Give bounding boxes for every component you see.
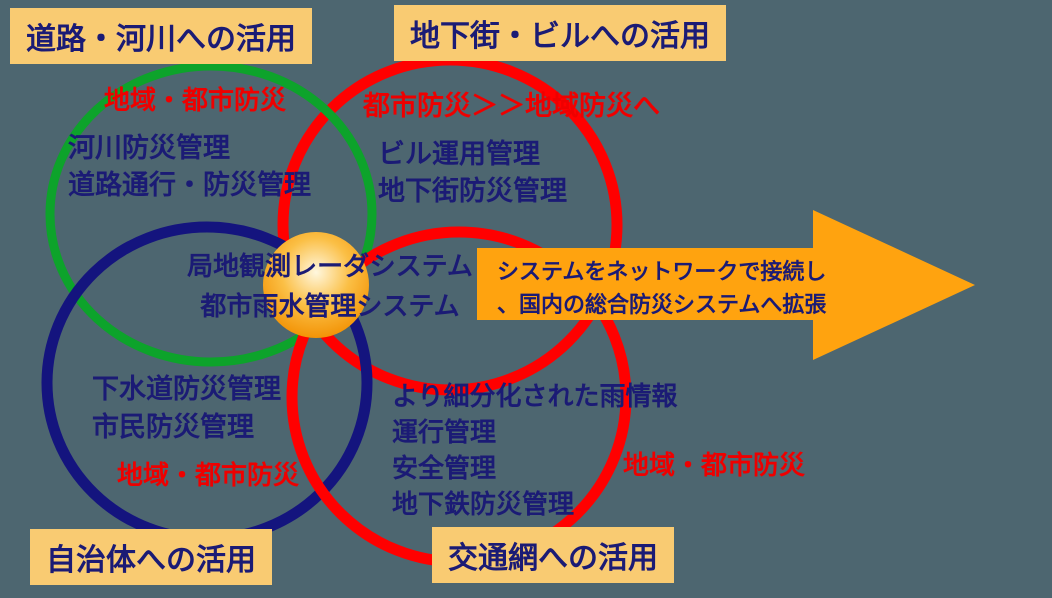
label-road-river: 道路・河川への活用 [10,8,312,64]
label-transport-network: 交通網への活用 [432,527,674,583]
green-circle [45,61,377,367]
center-sphere [263,232,369,338]
center-system-line: 局地観測レーダシステム [187,251,473,281]
center-system-line: 都市雨水管理システム [200,291,460,321]
annotation-regional-urban-top-left: 地域・都市防災 [104,85,287,115]
annotation-urban-to-regional: 都市防災＞＞地域防災へ [363,91,660,121]
list-underground-building: ビル運用管理 地下街防災管理 [378,136,567,210]
label-municipality: 自治体への活用 [30,529,272,585]
list-item: 河川防災管理 [68,133,230,163]
list-item: 地下街防災管理 [378,176,567,206]
label-underground-building: 地下街・ビルへの活用 [394,5,726,61]
center-system-text: 局地観測レーダシステム 都市雨水管理システム [180,246,480,326]
arrow-text: システムをネットワークで接続し 、国内の総合防災システムへ拡張 [497,255,826,321]
list-item: 地下鉄防災管理 [392,489,575,519]
list-item: ビル運用管理 [378,139,540,169]
arrow-text-line: システムをネットワークで接続し [497,259,827,284]
list-item: 市民防災管理 [92,412,254,442]
list-item: 安全管理 [392,453,497,483]
list-transport-network: より細分化された雨情報 運行管理 安全管理 地下鉄防災管理 [392,378,677,522]
list-item: 下水道防災管理 [92,374,281,404]
list-item: より細分化された雨情報 [392,381,678,411]
list-road-river: 河川防災管理 道路通行・防災管理 [68,130,311,204]
annotation-regional-urban-bottom-left: 地域・都市防災 [117,460,300,490]
list-municipality: 下水道防災管理 市民防災管理 [92,370,281,446]
annotation-regional-urban-bottom-right: 地域・都市防災 [623,450,806,480]
list-item: 道路通行・防災管理 [68,170,311,200]
expansion-arrow [477,210,975,360]
list-item: 運行管理 [392,417,497,447]
arrow-text-line: 、国内の総合防災システムへ拡張 [497,292,827,317]
